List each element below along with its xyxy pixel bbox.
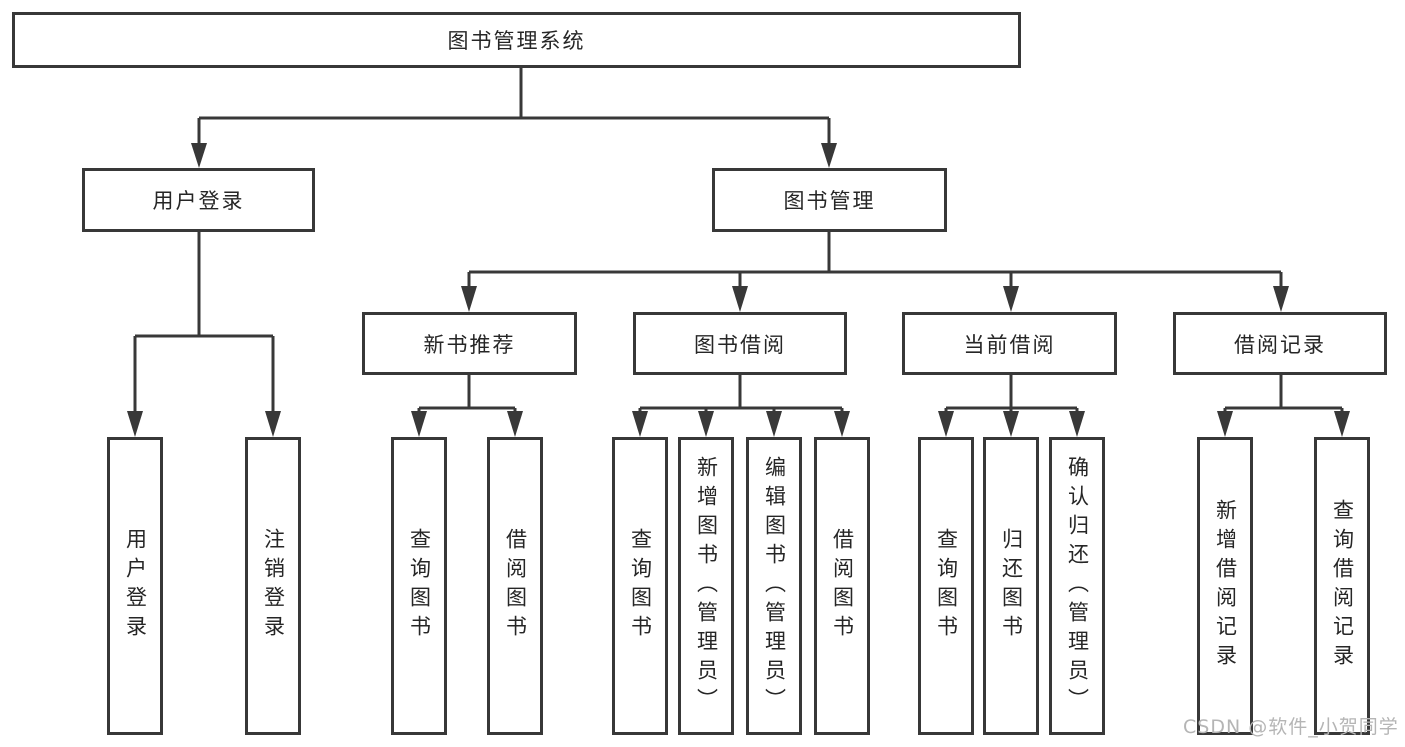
- arrow-down-icon: [698, 411, 714, 437]
- arrow-down-icon: [821, 143, 837, 168]
- arrow-down-icon: [834, 411, 850, 437]
- arrow-down-icon: [1273, 286, 1289, 312]
- node-book-borrowing: 图书借阅: [633, 312, 847, 375]
- node-label: 查询图书: [934, 528, 959, 644]
- connector-root-to-level2: [197, 68, 831, 144]
- arrow-down-icon: [507, 411, 523, 437]
- node-leaf-borrow-books: 借阅图书: [814, 437, 870, 735]
- node-current-borrowing: 当前借阅: [902, 312, 1117, 375]
- connector-book-borrowing-to-children: [638, 375, 844, 414]
- node-label: 注销登录: [261, 528, 286, 644]
- arrow-down-icon: [632, 411, 648, 437]
- node-leaf-logout: 注销登录: [245, 437, 301, 735]
- arrow-down-icon: [766, 411, 782, 437]
- node-leaf-query-books-recommend: 查询图书: [391, 437, 447, 735]
- arrow-down-icon: [127, 411, 143, 437]
- node-label: 图书借阅: [694, 332, 786, 357]
- arrow-down-icon: [461, 286, 477, 312]
- connector-borrowing-records-to-children: [1223, 375, 1344, 414]
- arrow-down-icon: [1003, 411, 1019, 437]
- arrow-down-icon: [938, 411, 954, 437]
- node-label: 图书管理: [783, 189, 876, 213]
- node-book-management: 图书管理: [712, 168, 947, 232]
- node-label: 借阅图书: [830, 528, 855, 644]
- node-label: 借阅图书: [503, 528, 528, 644]
- connector-current-borrowing-to-children: [944, 375, 1079, 414]
- arrow-down-icon: [191, 143, 207, 168]
- node-leaf-query-borrow-record: 查询借阅记录: [1314, 437, 1370, 735]
- node-leaf-borrow-books-recommend: 借阅图书: [487, 437, 543, 735]
- node-label: 当前借阅: [963, 332, 1056, 357]
- node-leaf-user-login: 用户登录: [107, 437, 163, 735]
- node-label: 新增图书（管理员）: [694, 455, 719, 717]
- node-library-management-system: 图书管理系统: [12, 12, 1021, 68]
- connector-book-management-to-level3: [467, 232, 1283, 288]
- node-leaf-confirm-return-admin: 确认归还（管理员）: [1049, 437, 1105, 735]
- connector-user-login-to-children: [133, 232, 275, 413]
- node-label: 用户登录: [152, 189, 245, 213]
- connector-new-book-to-children: [417, 375, 517, 414]
- arrow-down-icon: [1069, 411, 1085, 437]
- node-leaf-add-books-admin: 新增图书（管理员）: [678, 437, 734, 735]
- arrow-down-icon: [411, 411, 427, 437]
- node-leaf-query-books-borrowing: 查询图书: [612, 437, 668, 735]
- node-label: 用户登录: [123, 528, 148, 644]
- node-borrowing-records: 借阅记录: [1173, 312, 1387, 375]
- node-label: 借阅记录: [1234, 332, 1326, 357]
- node-label: 新增借阅记录: [1213, 499, 1238, 673]
- watermark: CSDN @软件_小贺同学: [1183, 716, 1399, 738]
- node-label: 查询图书: [628, 528, 653, 644]
- node-label: 新书推荐: [423, 332, 516, 357]
- arrow-down-icon: [1217, 411, 1233, 437]
- arrow-down-icon: [265, 411, 281, 437]
- node-label: 编辑图书（管理员）: [762, 455, 787, 717]
- node-leaf-query-books-current: 查询图书: [918, 437, 974, 735]
- node-leaf-add-borrow-record: 新增借阅记录: [1197, 437, 1253, 735]
- node-label: 查询图书: [407, 528, 432, 644]
- node-label: 确认归还（管理员）: [1065, 455, 1090, 717]
- node-new-book-recommendation: 新书推荐: [362, 312, 577, 375]
- node-label: 归还图书: [999, 528, 1024, 644]
- node-label: 查询借阅记录: [1330, 499, 1355, 673]
- arrow-down-icon: [1003, 286, 1019, 312]
- node-user-login: 用户登录: [82, 168, 315, 232]
- node-leaf-edit-books-admin: 编辑图书（管理员）: [746, 437, 802, 735]
- node-leaf-return-books: 归还图书: [983, 437, 1039, 735]
- node-label: 图书管理系统: [447, 29, 586, 53]
- arrow-down-icon: [732, 286, 748, 312]
- arrow-down-icon: [1334, 411, 1350, 437]
